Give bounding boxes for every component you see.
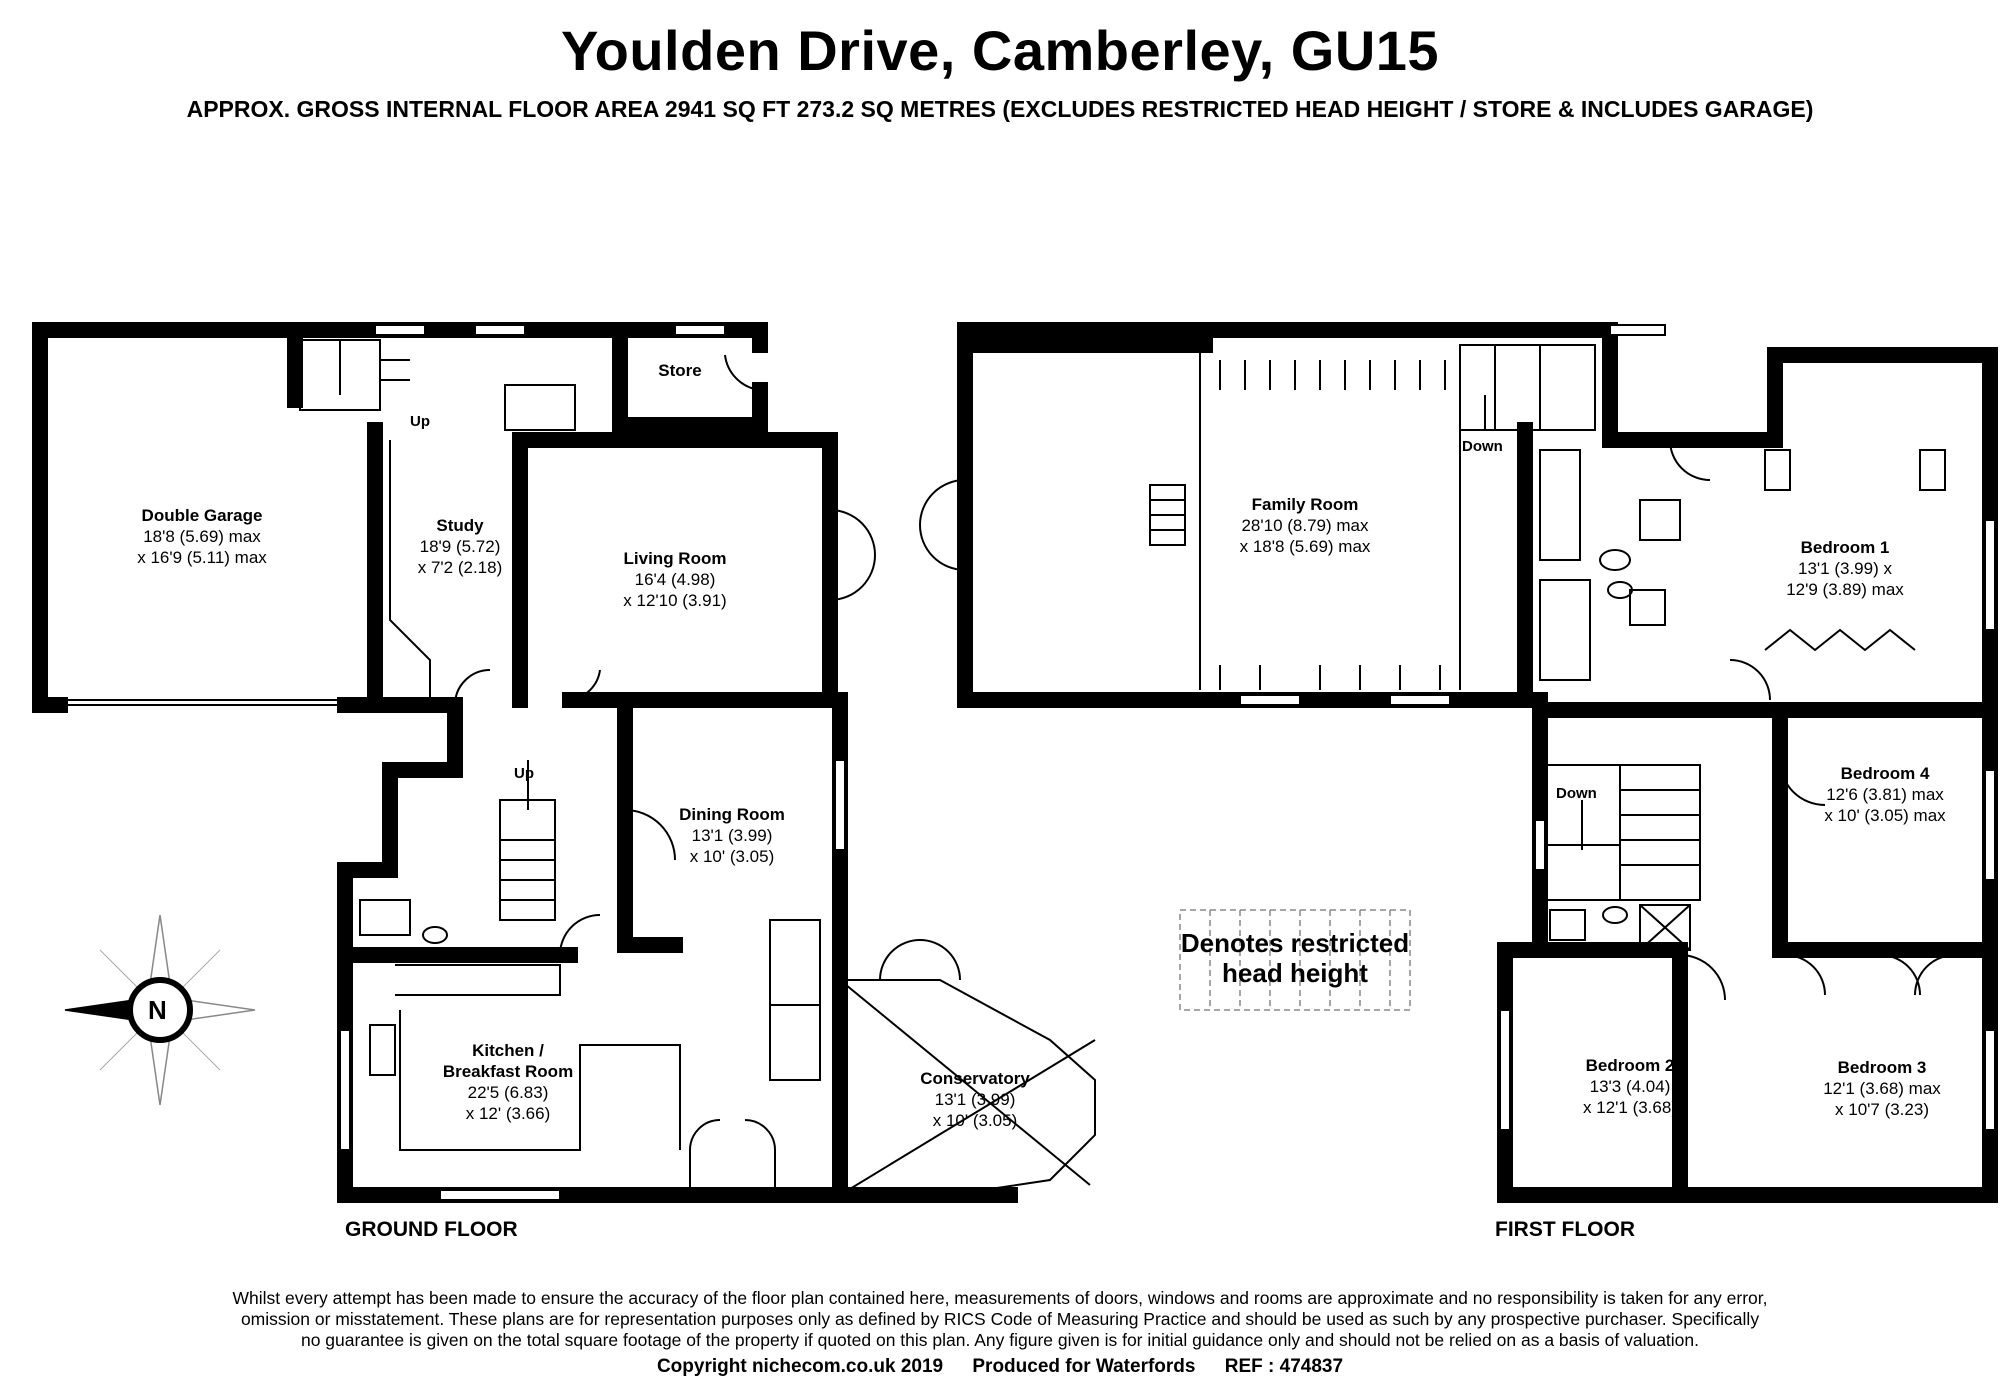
stair-up-label: Up: [514, 765, 534, 782]
room-dim-2: x 12' (3.66): [465, 1104, 551, 1123]
restricted-head-height-legend: Denotes restricted head height: [1181, 928, 1409, 988]
ground-floor-details: [60, 339, 1096, 1196]
room-dim-1: 16'4 (4.98): [634, 570, 716, 589]
room-name: Conservatory: [920, 1069, 1030, 1088]
room-name: Study: [436, 516, 484, 535]
footer-produced: Produced for Waterfords: [972, 1356, 1196, 1377]
room-name-1: Kitchen /: [472, 1041, 544, 1060]
legend-line-2: head height: [1222, 958, 1368, 988]
room-name: Bedroom 3: [1837, 1058, 1927, 1077]
room-name: Living Room: [623, 549, 727, 568]
room-dim-1: 12'1 (3.68) max: [1823, 1079, 1941, 1098]
room-study: Study 18'9 (5.72) x 7'2 (2.18): [418, 515, 503, 578]
room-dim-2: x 18'8 (5.69) max: [1239, 537, 1371, 556]
room-dim-1: 18'9 (5.72): [419, 537, 501, 556]
room-dim-2: 12'9 (3.89) max: [1786, 580, 1904, 599]
stair-down-label: Down: [1462, 438, 1503, 455]
room-dim-2: x 16'9 (5.11) max: [137, 548, 267, 567]
room-name: Family Room: [1251, 495, 1359, 514]
room-dim-1: 28'10 (8.79) max: [1241, 516, 1369, 535]
ground-floor-label: GROUND FLOOR: [345, 1218, 518, 1241]
room-dim-2: x 10' (3.05): [689, 847, 775, 866]
compass-icon: [64, 914, 256, 1106]
legend-line-1: Denotes restricted: [1180, 928, 1410, 958]
room-family-room: Family Room 28'10 (8.79) max x 18'8 (5.6…: [1240, 494, 1371, 557]
room-dim-1: 13'1 (3.99) x: [1798, 559, 1892, 578]
stair-down-label: Down: [1556, 785, 1597, 802]
room-bedroom-2: Bedroom 2 13'3 (4.04) x 12'1 (3.68): [1583, 1055, 1677, 1118]
room-dim-2: x 12'1 (3.68): [1583, 1098, 1677, 1117]
room-dim-1: 22'5 (6.83): [467, 1083, 549, 1102]
room-name-2: Breakfast Room: [442, 1062, 574, 1081]
room-bedroom-1: Bedroom 1 13'1 (3.99) x 12'9 (3.89) max: [1786, 537, 1904, 600]
room-dim-1: 13'1 (3.99): [934, 1090, 1016, 1109]
room-dim-2: x 10' (3.05): [932, 1111, 1018, 1130]
floor-area-subtitle: APPROX. GROSS INTERNAL FLOOR AREA 2941 S…: [186, 96, 1814, 122]
room-bedroom-4: Bedroom 4 12'6 (3.81) max x 10' (3.05) m…: [1824, 763, 1945, 826]
first-floor-details: [919, 344, 1956, 1001]
first-floor-label: FIRST FLOOR: [1495, 1218, 1635, 1241]
room-kitchen: Kitchen / Breakfast Room 22'5 (6.83) x 1…: [443, 1040, 573, 1124]
room-double-garage: Double Garage 18'8 (5.69) max x 16'9 (5.…: [137, 505, 267, 568]
room-name: Bedroom 4: [1840, 764, 1930, 783]
legend-hatch-box: [1179, 909, 1411, 1011]
footer-ref: REF : 474837: [1224, 1356, 1344, 1377]
ground-windows: [339, 324, 846, 1201]
room-living-room: Living Room 16'4 (4.98) x 12'10 (3.91): [623, 548, 726, 611]
footer-copyright: Copyright nichecom.co.uk 2019: [656, 1356, 944, 1377]
room-dim-2: x 7'2 (2.18): [417, 558, 503, 577]
room-dim-1: 13'3 (4.04): [1589, 1077, 1671, 1096]
room-dim-1: 13'1 (3.99): [691, 826, 773, 845]
room-bedroom-3: Bedroom 3 12'1 (3.68) max x 10'7 (3.23): [1823, 1057, 1941, 1120]
room-dining-room: Dining Room 13'1 (3.99) x 10' (3.05): [679, 804, 785, 867]
room-dim-2: x 12'10 (3.91): [623, 591, 727, 610]
room-store: Store: [658, 360, 701, 381]
room-name: Dining Room: [679, 805, 785, 824]
room-name: Double Garage: [141, 506, 263, 525]
room-dim-1: 12'6 (3.81) max: [1826, 785, 1944, 804]
disclaimer-text: Whilst every attempt has been made to en…: [232, 1288, 1768, 1350]
room-conservatory: Conservatory 13'1 (3.99) x 10' (3.05): [920, 1068, 1030, 1131]
room-dim-2: x 10'7 (3.23): [1835, 1100, 1929, 1119]
room-dim-2: x 10' (3.05) max: [1824, 806, 1946, 825]
footer: Copyright nichecom.co.uk 2019 Produced f…: [0, 1356, 2000, 1378]
room-name: Bedroom 2: [1585, 1056, 1675, 1075]
room-name: Bedroom 1: [1800, 538, 1890, 557]
first-floor-windows: [1239, 324, 1996, 1131]
compass-north-label: N: [148, 995, 167, 1025]
room-name: Store: [658, 361, 702, 380]
stair-up-label: Up: [410, 413, 430, 430]
page-title: Youlden Drive, Camberley, GU15: [560, 19, 1440, 82]
room-dim-1: 18'8 (5.69) max: [143, 527, 261, 546]
